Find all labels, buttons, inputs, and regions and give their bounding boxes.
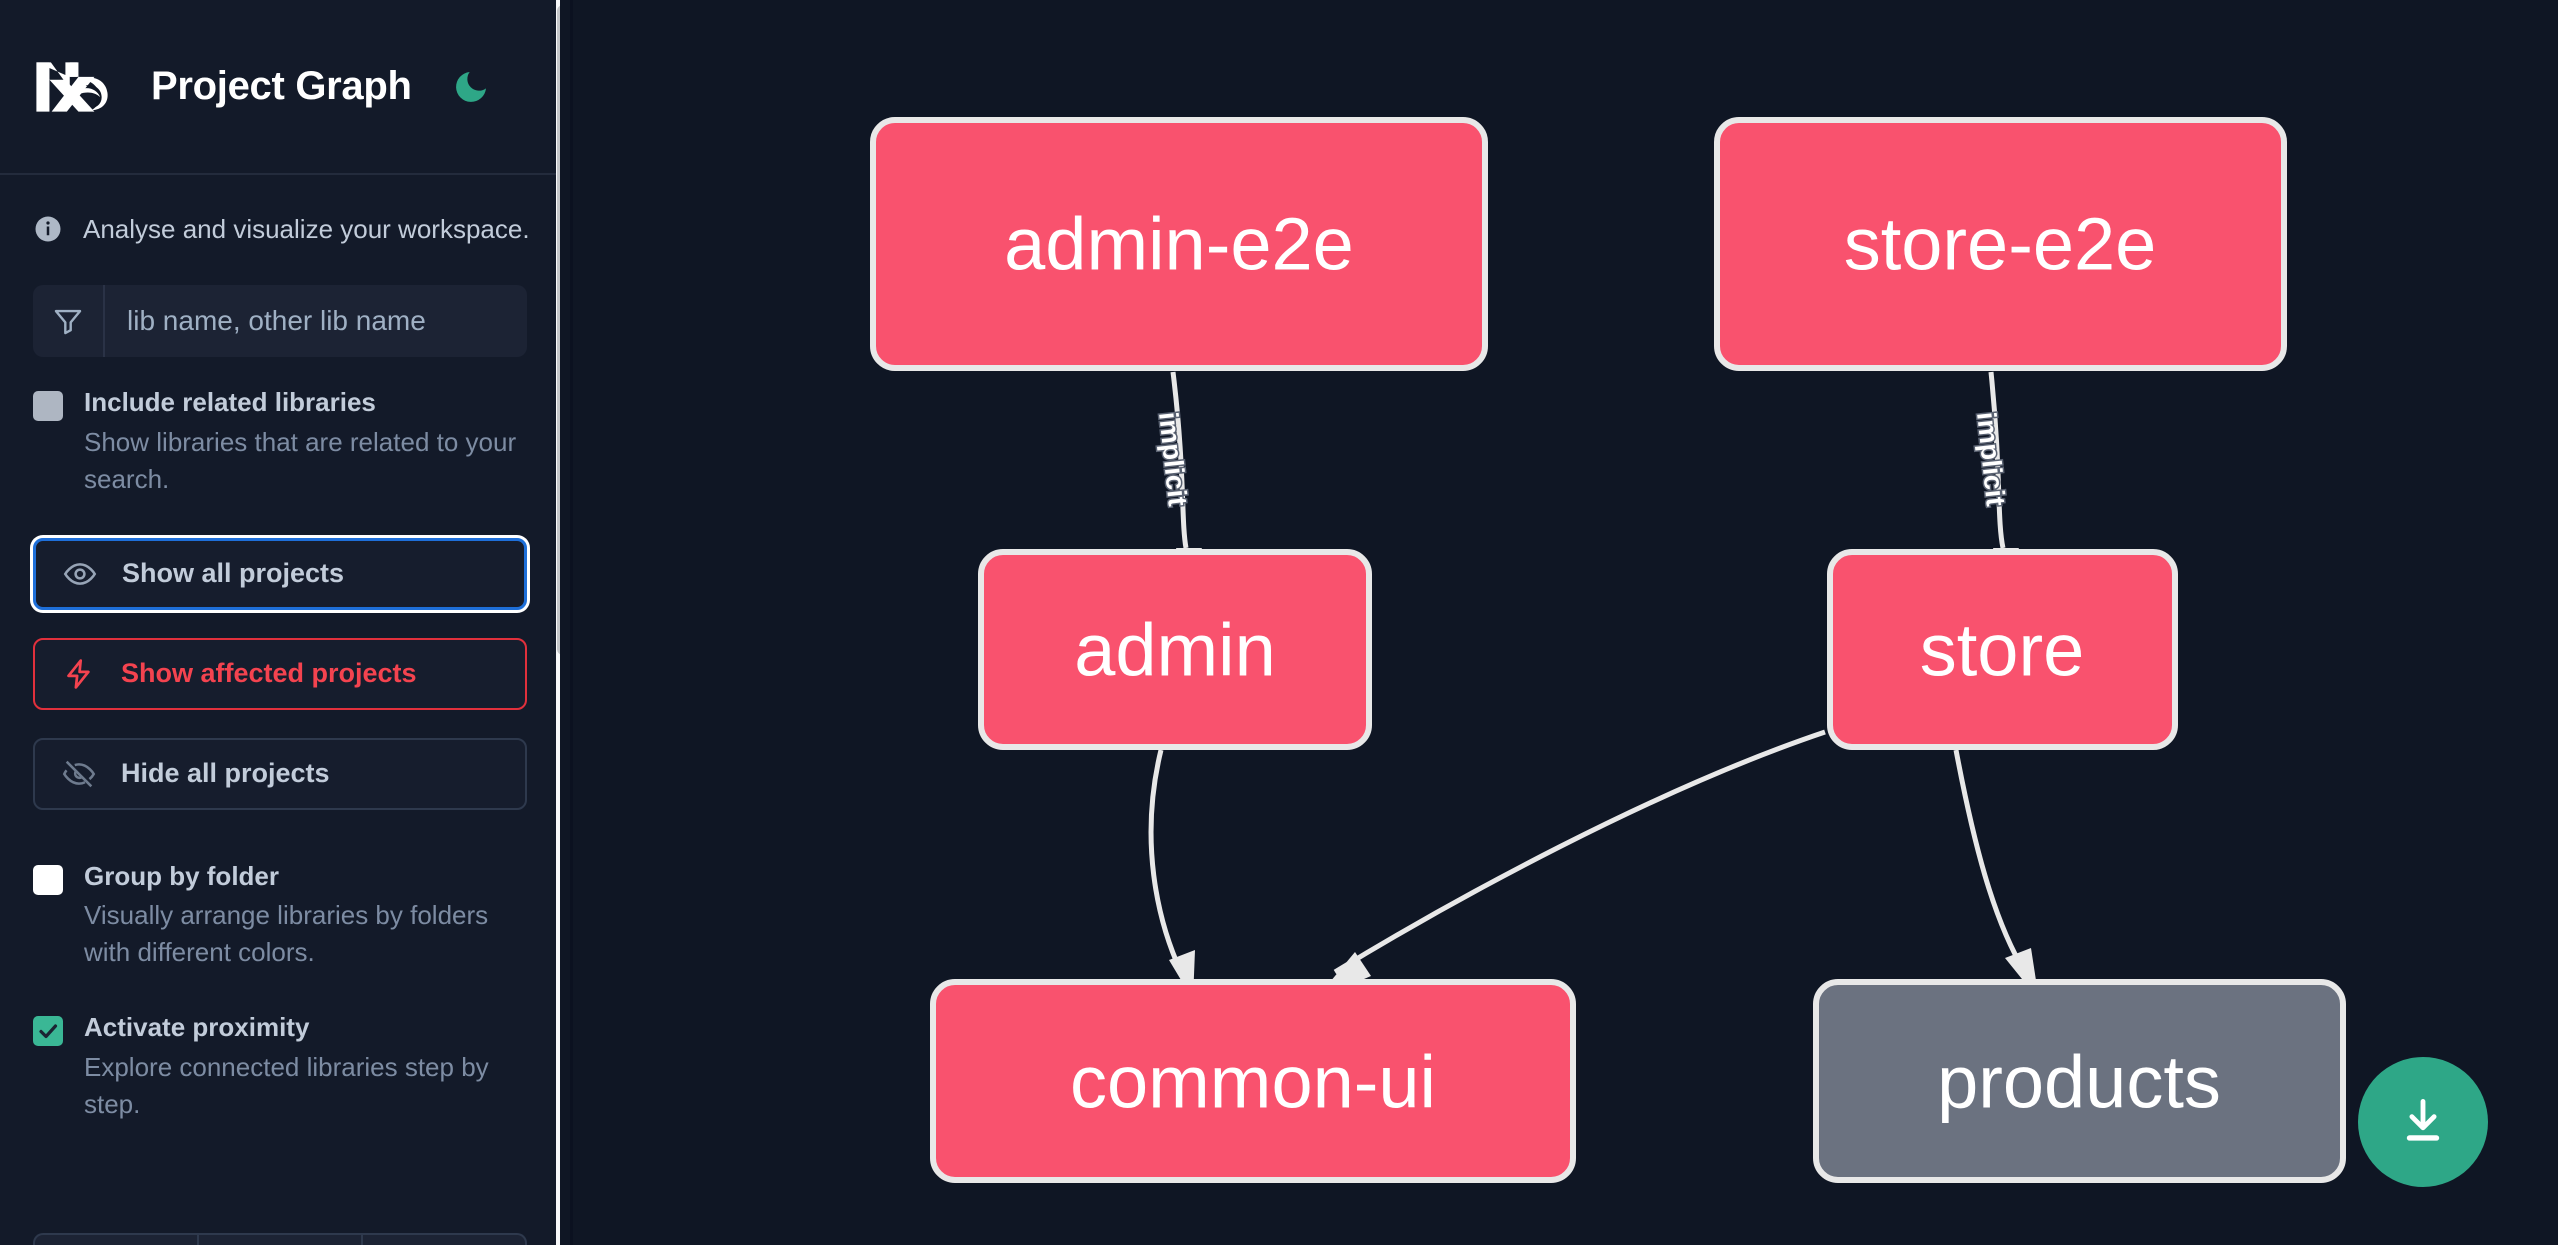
moon-icon[interactable] — [448, 64, 494, 110]
option-group-by-folder[interactable]: Group by folder Visually arrange librari… — [33, 860, 527, 972]
show-all-projects-label: Show all projects — [122, 558, 345, 589]
graph-node-common-ui[interactable]: common-ui — [930, 979, 1576, 1183]
graph-node-store-e2e[interactable]: store-e2e — [1714, 117, 2287, 371]
sidebar-scrollbar-thumb[interactable] — [557, 5, 560, 655]
search-box[interactable] — [33, 285, 527, 357]
graph-node-label: products — [1937, 1041, 2221, 1124]
option-description: Show libraries that are related to your … — [84, 426, 517, 494]
edge-label-implicit: implicit — [1153, 410, 1193, 507]
page-title: Project Graph — [151, 64, 412, 108]
show-all-projects-button[interactable]: Show all projects — [33, 537, 527, 610]
graph-svg: implicit implicit — [870, 117, 2346, 1183]
edge-label-implicit: implicit — [1971, 410, 2011, 507]
checkbox-activate-proximity[interactable] — [33, 1016, 63, 1047]
graph-node-admin-e2e[interactable]: admin-e2e — [870, 117, 1488, 371]
search-input[interactable] — [105, 285, 527, 357]
sidebar: Project Graph Analyse and visualize your… — [0, 0, 560, 1245]
graph-node-label: store — [1920, 609, 2085, 692]
info-icon — [35, 216, 61, 242]
graph-node-label: admin — [1074, 609, 1276, 692]
bottom-group-segment[interactable] — [363, 1235, 525, 1245]
hide-all-projects-label: Hide all projects — [121, 758, 330, 789]
show-affected-projects-label: Show affected projects — [121, 658, 417, 689]
show-affected-projects-button[interactable]: Show affected projects — [33, 637, 527, 710]
graph-node-label: common-ui — [1070, 1041, 1436, 1124]
bottom-group-segment[interactable] — [199, 1235, 363, 1245]
graph-node-store[interactable]: store — [1827, 549, 2178, 750]
graph-node-label: store-e2e — [1844, 203, 2157, 286]
option-include-related-libraries[interactable]: Include related libraries Show libraries… — [33, 386, 527, 498]
graph-node-label: admin-e2e — [1004, 203, 1354, 286]
checkbox-include-related-libraries[interactable] — [33, 391, 63, 421]
edge-store-to-products — [1953, 749, 2039, 1000]
edge-store-to-common-ui — [1315, 729, 1826, 1000]
eye-icon — [63, 562, 97, 585]
option-activate-proximity[interactable]: Activate proximity Explore connected lib… — [33, 1011, 527, 1123]
workspace-info: Analyse and visualize your workspace. — [33, 175, 530, 257]
download-icon — [2406, 1099, 2440, 1141]
graph-nodes: admin-e2e store-e2e admin store common-u — [870, 117, 2346, 1183]
sidebar-scrollbar-track[interactable] — [556, 0, 560, 1245]
option-description: Explore connected libraries step by step… — [84, 1052, 489, 1119]
graph-node-products[interactable]: products — [1813, 979, 2346, 1183]
graph-node-admin[interactable]: admin — [978, 549, 1372, 750]
sidebar-divider — [570, 0, 573, 1245]
filter-funnel-icon — [33, 285, 105, 357]
option-description: Visually arrange libraries by folders wi… — [84, 900, 489, 968]
nx-logo-icon — [36, 61, 108, 112]
edge-admin-to-common-ui — [1148, 749, 1195, 1000]
lightning-bolt-icon — [67, 658, 90, 689]
option-title: Include related libraries — [84, 387, 376, 417]
option-title: Activate proximity — [84, 1012, 310, 1043]
bottom-group-segment[interactable] — [35, 1235, 199, 1245]
sidebar-body: Analyse and visualize your workspace. In… — [0, 175, 560, 1123]
eye-off-icon — [62, 760, 96, 787]
bottom-button-group[interactable] — [33, 1233, 527, 1245]
sidebar-header: Project Graph — [0, 0, 560, 175]
download-button[interactable] — [2358, 1057, 2488, 1187]
workspace-info-text: Analyse and visualize your workspace. — [83, 213, 530, 244]
hide-all-projects-button[interactable]: Hide all projects — [33, 737, 527, 810]
option-title: Group by folder — [84, 860, 279, 891]
checkbox-group-by-folder[interactable] — [33, 864, 63, 895]
project-graph-canvas[interactable]: implicit implicit — [573, 0, 2558, 1245]
